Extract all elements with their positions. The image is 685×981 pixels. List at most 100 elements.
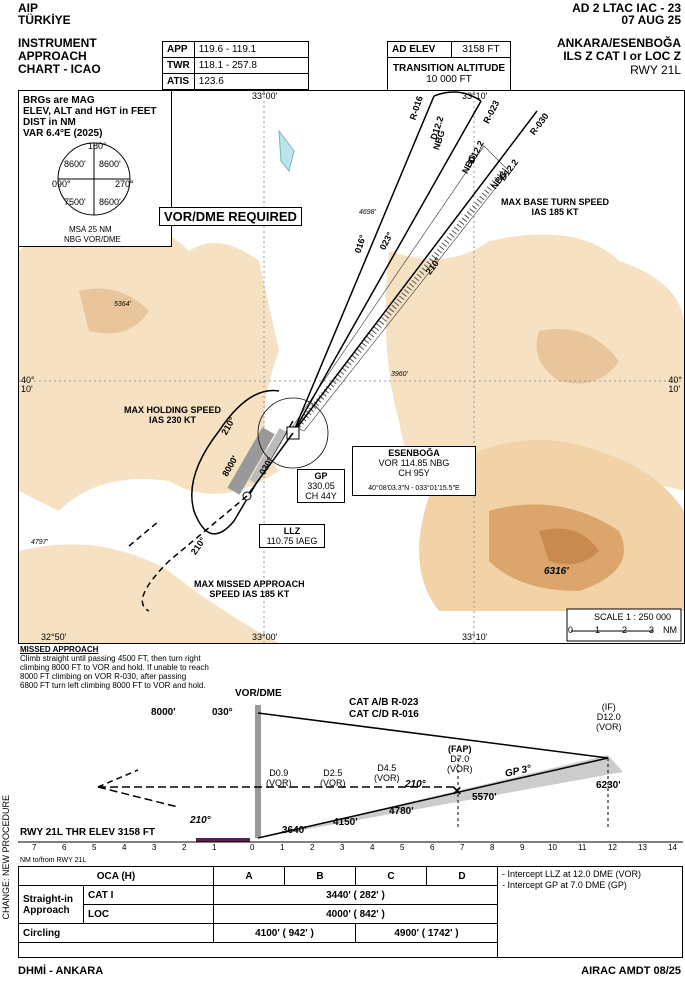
fap-symbol: ✕: [452, 784, 462, 798]
profile-d25-alt: 4150': [333, 817, 358, 828]
axis-tick: 5: [92, 843, 97, 852]
footer-right: AIRAC AMDT 08/25: [581, 965, 681, 977]
d45-vor: (VOR): [374, 773, 400, 783]
footer-left: DHMİ - ANKARA: [18, 965, 104, 977]
coord-bottom-1: 32°50': [41, 632, 67, 642]
legend-box: BRGs are MAG ELEV, ALT and HGT in FEET D…: [19, 91, 172, 247]
minima-empty-row: [18, 942, 498, 958]
gp-box: GP 330.05 CH 44Y: [297, 469, 345, 503]
terrain-area: [19, 544, 279, 643]
profile-if: (IF) D12.0 (VOR): [596, 702, 622, 732]
spot-elev-5: 4797': [31, 539, 48, 546]
arc-turn: [433, 91, 482, 102]
missed-approach-text: MISSED APPROACH Climb straight until pas…: [20, 645, 209, 690]
spot-elev-1: 5364': [114, 301, 131, 308]
arrival-hatch: [292, 145, 510, 432]
chart-type-1: INSTRUMENT: [18, 36, 97, 50]
d09-vor: (VOR): [266, 778, 292, 788]
coord-top-1: 33°00': [252, 91, 278, 101]
axis-tick: 8: [490, 843, 495, 852]
esenboga-freq: VOR 114.85 NBG: [378, 458, 450, 468]
axis-tick: 10: [548, 843, 557, 852]
llz-freq: 110.75 IAEG: [266, 536, 318, 546]
holding-pattern: [191, 389, 294, 535]
circling-label: Circling: [18, 923, 214, 943]
note-gp: - Intercept GP at 7.0 DME (GP): [501, 880, 627, 890]
axis-tick: 6: [62, 843, 67, 852]
spot-elev-2: 4698': [359, 209, 376, 216]
terrain-peak: [539, 528, 599, 565]
chart-id: AD 2 LTAC IAC - 23: [572, 1, 681, 15]
d45-dist: D4.5: [377, 763, 397, 773]
esenboga-box: ESENBOĞA VOR 114.85 NBG CH 95Y 40°08'03.…: [352, 446, 476, 496]
runway-label: RWY 21L: [630, 63, 681, 77]
if-vor: (VOR): [596, 722, 622, 732]
coord-bottom-3: 33°10': [462, 632, 488, 642]
scale-tick-1: 1: [595, 625, 601, 635]
msa-left: 090°: [52, 179, 71, 189]
d25-dist: D2.5: [323, 768, 343, 778]
scale-unit: NM: [663, 625, 677, 635]
esenboga-coords: 40°08'03.3"N - 033°01'15.5"E: [368, 485, 460, 492]
nm-axis-label: NM to/from RWY 21L: [20, 857, 87, 864]
profile-d09-alt: 3640': [282, 825, 307, 836]
terrain-high: [79, 288, 149, 334]
chart-type-3: CHART - ICAO: [18, 62, 101, 76]
arrival-leg: [257, 712, 609, 759]
coord-right: 40° 10': [668, 375, 682, 394]
terrain-map: [19, 91, 684, 643]
vor-compass-rose: [257, 397, 329, 469]
cat1-value: 3440' ( 282' ): [212, 885, 498, 905]
cat1-label: CAT I: [83, 885, 214, 905]
track-023: [292, 100, 482, 434]
cat-a: A: [212, 866, 285, 886]
msa-se: 8600': [99, 197, 121, 207]
note-elev: ELEV, ALT and HGT in FEET: [23, 106, 157, 117]
msa-sw: 7500': [64, 197, 86, 207]
profile-crs-210a: 210°: [405, 779, 426, 790]
profile-crs-210b: 210°: [190, 815, 211, 826]
profile-d25: D2.5 (VOR): [320, 768, 346, 788]
scale-box: [566, 608, 682, 642]
axis-tick: 4: [122, 843, 127, 852]
note-var: VAR 6.4°E (2025): [23, 128, 103, 139]
cat-d: D: [425, 866, 498, 886]
missed-profile: [97, 769, 139, 788]
twr-value: 118.1 - 257.8: [193, 57, 309, 74]
axis-tick: 14: [668, 843, 677, 852]
loc-value: 4000' ( 842' ): [212, 904, 498, 924]
max-base-turn-label: MAX BASE TURN SPEED: [501, 197, 610, 207]
axis-tick: 9: [520, 843, 525, 852]
track-016: [292, 95, 435, 434]
spot-elev-4: 6316': [544, 566, 569, 577]
esenboga-ch: CH 95Y: [398, 468, 430, 478]
max-holding-value: IAS 230 KT: [148, 415, 197, 425]
aip-label: AIP: [18, 1, 39, 15]
axis-tick: 5: [400, 843, 405, 852]
procedure-name: ILS Z CAT I or LOC Z: [563, 49, 681, 63]
fap-vor: (VOR): [447, 764, 473, 774]
msa-ne: 8600': [99, 159, 121, 169]
missed-line-3: 8000 FT climbing on VOR R-030, after pas…: [20, 672, 187, 681]
axis-tick: 4: [370, 843, 375, 852]
if-dist: D12.0: [596, 712, 621, 722]
atis-value: 123.6: [193, 73, 309, 90]
coord-bottom-2: 33°00': [252, 632, 278, 642]
msa-n: 8600': [64, 159, 86, 169]
note-brg: BRGs are MAG: [23, 95, 95, 106]
missed-title: MISSED APPROACH: [20, 645, 99, 654]
nm-axis: 7 6 5 4 3 2 1 0 1 2 3 4 5 6 7 8 9 10 11 …: [18, 843, 683, 855]
minima-table: OCA (H) A B C D - Intercept LLZ at 12.0 …: [18, 866, 684, 958]
vor-dme-required: VOR/DME REQUIRED: [159, 207, 302, 226]
app-value: 119.6 - 119.1: [193, 41, 309, 58]
missed-approach-track: [141, 495, 248, 612]
terrain-high: [536, 329, 619, 384]
axis-tick: 2: [182, 843, 187, 852]
missed-line-2: climbing 8000 FT to VOR and hold. If una…: [20, 663, 209, 672]
circling-cd: 4900' ( 1742' ): [354, 923, 498, 943]
axis-tick: 3: [152, 843, 157, 852]
missed-profile: [97, 786, 179, 808]
missed-approach-track: [128, 520, 160, 547]
circling-ab: 4100' ( 942' ): [212, 923, 356, 943]
